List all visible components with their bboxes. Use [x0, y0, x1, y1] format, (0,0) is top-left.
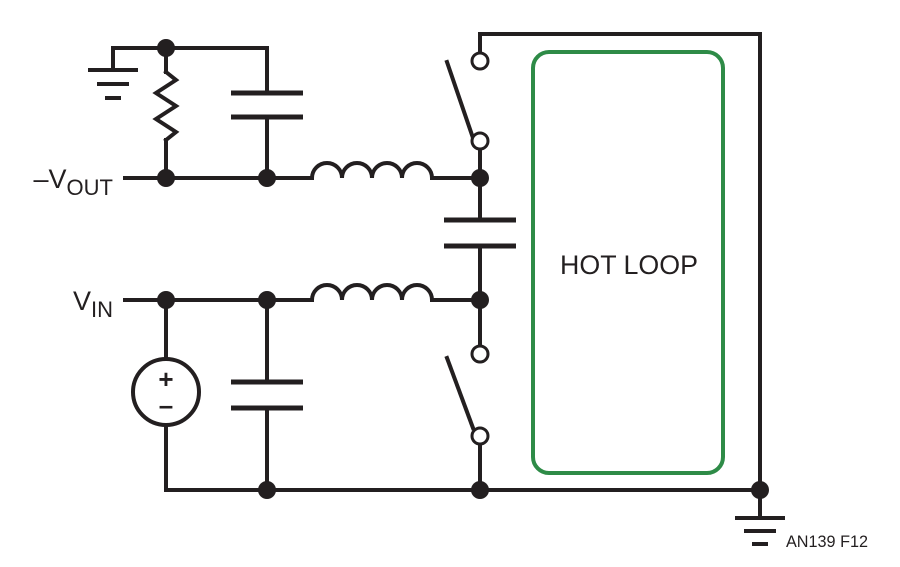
ground-icon-output — [88, 68, 138, 100]
output-filter — [88, 46, 314, 180]
top-switch-blade — [444, 59, 476, 141]
source-plus-sign: + — [158, 364, 173, 394]
vout-label: –VOUT — [34, 164, 113, 200]
hot-loop-label: HOT LOOP — [560, 250, 698, 280]
switch-column — [444, 32, 762, 492]
input-inductor — [309, 283, 435, 303]
junction-dots — [157, 39, 769, 499]
bottom-switch-blade — [444, 355, 476, 431]
input-capacitor — [231, 379, 303, 411]
output-capacitor — [231, 90, 303, 120]
ground-icon-main — [735, 516, 785, 546]
load-resistor — [152, 69, 180, 143]
output-inductor — [309, 161, 435, 181]
input-section — [123, 298, 314, 492]
hot-loop-outline — [531, 50, 725, 475]
figure-id: AN139 F12 — [786, 532, 868, 551]
source-minus-sign: – — [159, 390, 173, 420]
flying-capacitor — [444, 217, 516, 249]
vin-label: VIN — [73, 286, 113, 322]
